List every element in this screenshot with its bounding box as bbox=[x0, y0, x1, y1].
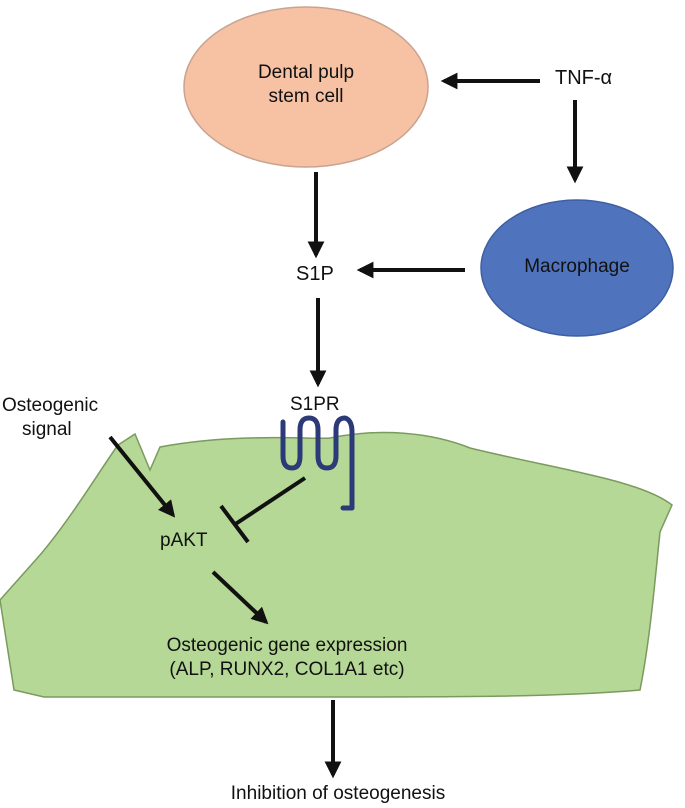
arrow-signal-to-pakt bbox=[108, 435, 176, 518]
inhibition-s1pr-to-pakt bbox=[219, 476, 307, 544]
gene-expression-line1: Osteogenic gene expression bbox=[166, 635, 408, 656]
s1p-label: S1P bbox=[296, 263, 334, 285]
outcome-label: Inhibition of osteogenesis bbox=[230, 783, 446, 804]
arrow-pakt-to-genes bbox=[211, 570, 269, 625]
s1pr-label: S1PR bbox=[290, 394, 340, 415]
gene-expression-label: Osteogenic gene expression (ALP, RUNX2, … bbox=[137, 634, 437, 682]
gene-expression-line2: (ALP, RUNX2, COL1A1 etc) bbox=[169, 659, 405, 680]
macrophage-node bbox=[480, 199, 674, 337]
dental-pulp-stem-cell-node bbox=[183, 6, 429, 168]
dpsc-label-line1: Dental pulp bbox=[257, 62, 355, 83]
pakt-label: pAKT bbox=[160, 530, 208, 551]
tnf-alpha-label: TNF-α bbox=[555, 67, 613, 89]
dpsc-label: Dental pulp stem cell bbox=[236, 61, 376, 109]
osteogenic-signal-line1: Osteogenic bbox=[2, 395, 99, 416]
dpsc-label-line2: stem cell bbox=[268, 86, 344, 107]
osteogenic-signal-line2: signal bbox=[22, 419, 72, 440]
macrophage-label: Macrophage bbox=[524, 256, 630, 277]
s1pr-receptor-icon bbox=[280, 415, 355, 511]
cell-shape bbox=[0, 431, 673, 698]
osteogenic-signal-label: Osteogenic signal bbox=[2, 394, 98, 442]
